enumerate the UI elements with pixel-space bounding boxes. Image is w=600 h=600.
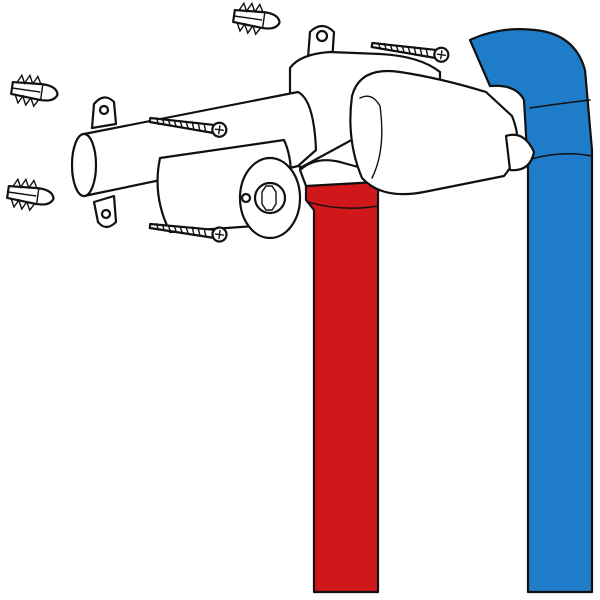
wall-plug-icon [8, 72, 61, 111]
wall-plug-icon [230, 0, 283, 39]
hot-water-pipe-icon [304, 172, 380, 594]
cold-water-pipe-icon [468, 28, 594, 594]
valve-body-icon [70, 24, 536, 240]
wall-plug-icon [4, 176, 57, 215]
